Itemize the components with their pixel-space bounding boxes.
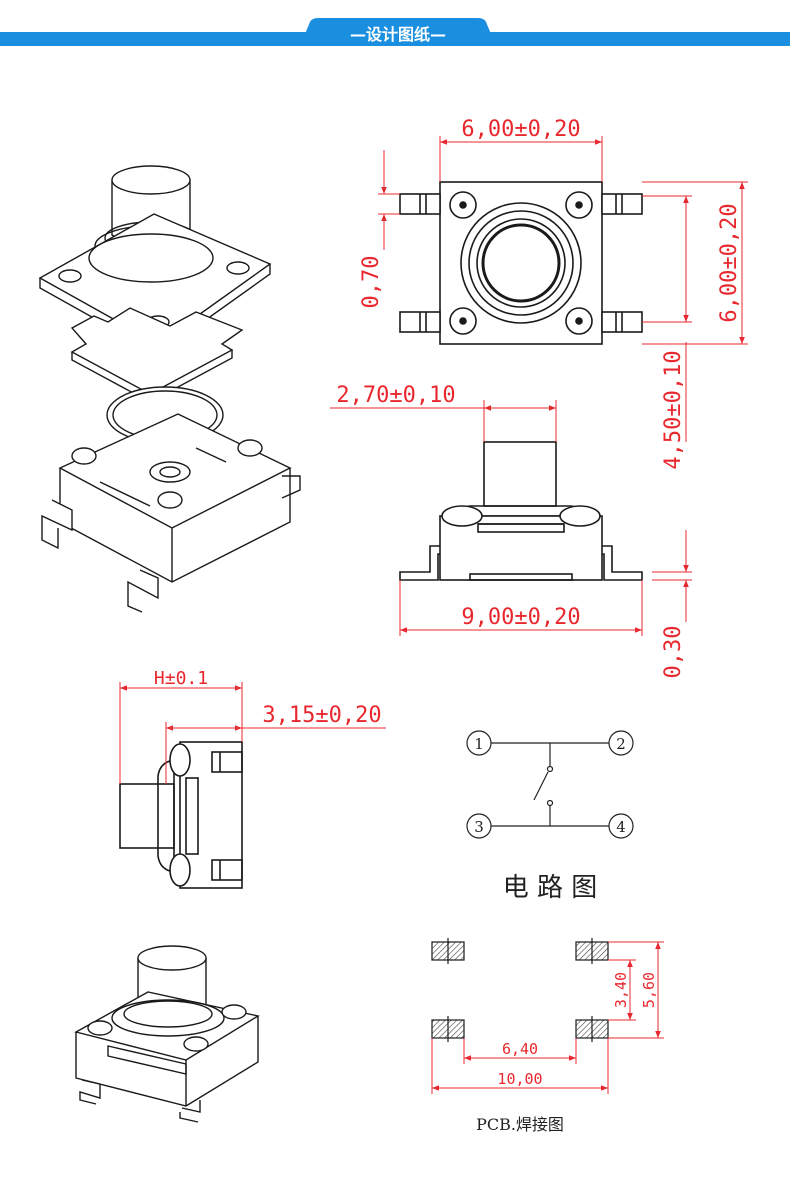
circuit-caption: 电 路 图 — [503, 873, 598, 903]
dim-lead-width: 0,70 — [359, 256, 384, 309]
dim-top-height: 6,00±0,20 — [717, 203, 742, 322]
side-view-dimensions — [119, 682, 386, 784]
front-view-dimensions — [330, 342, 692, 636]
pcb-footprint — [431, 938, 609, 1042]
pin-label-4: 4 — [616, 818, 626, 836]
dim-plunger-height: 4,50±0,10 — [661, 350, 686, 469]
dim-side-h: H±0.1 — [154, 668, 208, 689]
pin-label-2: 2 — [616, 735, 626, 753]
header-banner: —设计图纸— — [0, 18, 790, 46]
dim-pcb-pitch-y: 3,40 — [612, 972, 630, 1008]
top-view-drawing — [399, 181, 643, 345]
front-view-drawing — [399, 441, 643, 581]
dim-pcb-span-x: 10,00 — [497, 1070, 542, 1088]
pcb-dimensions — [431, 941, 664, 1094]
pin-label-3: 3 — [474, 818, 484, 836]
dim-top-width: 6,00±0,20 — [461, 117, 580, 142]
assembled-view-illustration — [74, 945, 260, 1123]
dim-pcb-pitch-x: 6,40 — [502, 1040, 538, 1058]
circuit-diagram — [466, 730, 634, 839]
top-view-dimensions — [378, 136, 748, 345]
side-view-drawing — [119, 741, 243, 889]
pcb-caption: PCB.焊接图 — [476, 1115, 564, 1134]
banner-title: —设计图纸— — [350, 25, 446, 44]
pin-label-1: 1 — [474, 735, 484, 753]
exploded-view-illustration — [38, 165, 301, 613]
dim-pcb-span-y: 5,60 — [640, 972, 658, 1008]
dim-total-length: 9,00±0,20 — [461, 605, 580, 630]
dim-plunger-width: 2,70±0,10 — [336, 383, 455, 408]
dim-side-body: 3,15±0,20 — [262, 703, 381, 728]
dim-lead-thickness: 0,30 — [661, 626, 686, 679]
